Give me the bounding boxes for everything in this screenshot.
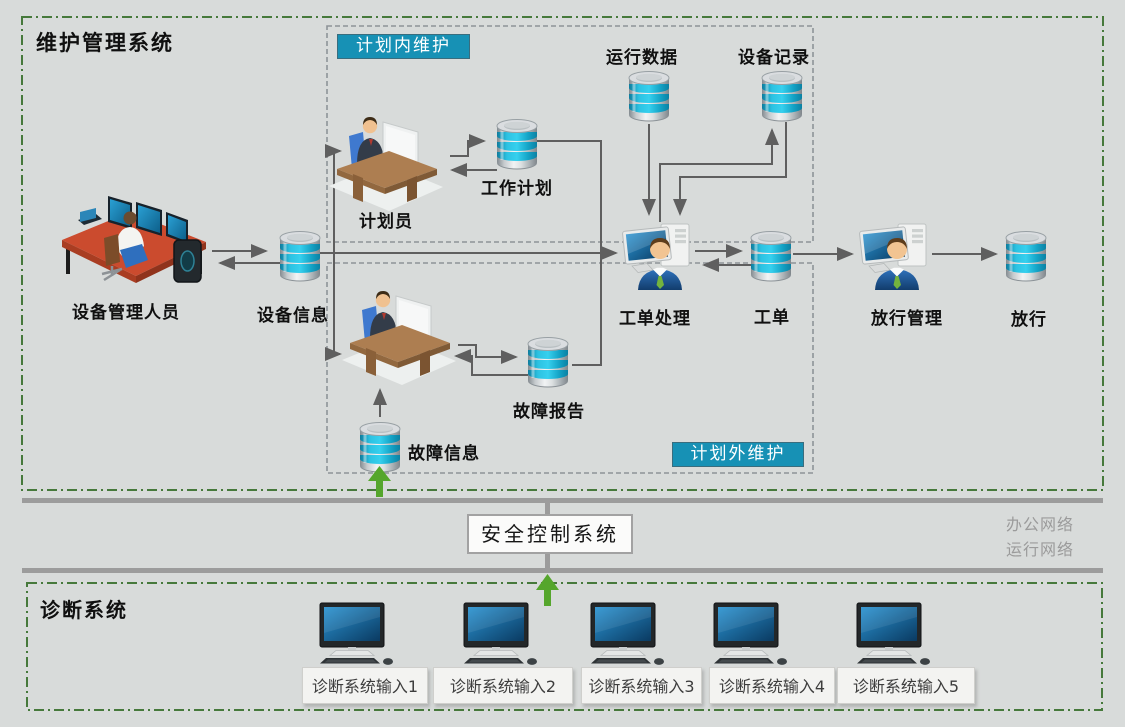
green-flow-arrows	[368, 466, 559, 606]
diagnostic-input-2-computer-icon	[463, 602, 538, 666]
work-plan-database-icon	[496, 119, 538, 170]
operation-data-database-icon	[628, 71, 670, 122]
operation-network-bar	[22, 568, 1103, 573]
diagnostic-input-1-label: 诊断系统输入1	[302, 667, 428, 704]
diagnostic-input-4-computer-icon	[713, 602, 788, 666]
fault-info-label: 故障信息	[408, 444, 480, 464]
maintenance-system-title: 维护管理系统	[36, 31, 174, 55]
operator-workstation-icon	[60, 194, 208, 285]
section-borders	[21, 16, 1104, 711]
diagnostic-input-3-computer-icon	[590, 602, 665, 666]
repair-worker-desk-icon	[341, 290, 457, 386]
operation-data-label: 运行数据	[606, 48, 678, 68]
device-manager-label: 设备管理人员	[72, 303, 180, 323]
network-to-fault-info-arrow-icon	[368, 466, 391, 497]
office-network-label: 办公网络	[1006, 515, 1075, 534]
diagnostic-input-5-label: 诊断系统输入5	[837, 667, 975, 704]
planned-maintenance-tag: 计划内维护	[337, 34, 470, 59]
diagnostic-input-3-label: 诊断系统输入3	[581, 667, 702, 704]
fault-info-database-icon	[359, 422, 401, 473]
release-management-icon	[858, 223, 927, 291]
fault-report-label: 故障报告	[513, 402, 585, 422]
device-info-database-icon	[279, 231, 321, 282]
operation-network-label: 运行网络	[1006, 540, 1075, 559]
work-order-processing-icon	[621, 223, 690, 291]
planner-label: 计划员	[359, 212, 413, 232]
device-record-database-icon	[761, 71, 803, 122]
diagnostic-to-network-arrow-icon	[536, 574, 559, 606]
office-network-bar	[22, 498, 1103, 503]
fault-report-database-icon	[527, 337, 569, 388]
planner-desk-icon	[328, 116, 444, 212]
diagnostic-input-4-label: 诊断系统输入4	[709, 667, 835, 704]
safety-control-system-box: 安全控制系统	[467, 514, 633, 554]
node-icons	[60, 71, 1047, 666]
release-management-label: 放行管理	[871, 309, 943, 329]
release-label: 放行	[1011, 310, 1047, 330]
device-info-label: 设备信息	[257, 306, 329, 326]
diagnostic-input-5-computer-icon	[856, 602, 931, 666]
connector-lines	[212, 122, 998, 417]
work-order-processing-label: 工单处理	[619, 309, 691, 329]
release-database-icon	[1005, 231, 1047, 282]
diagnostic-input-2-label: 诊断系统输入2	[433, 667, 573, 704]
diagnostic-system-title: 诊断系统	[40, 598, 128, 622]
diagnostic-input-1-computer-icon	[319, 602, 394, 666]
work-order-label: 工单	[754, 308, 790, 328]
unplanned-maintenance-tag: 计划外维护	[672, 442, 804, 467]
work-order-database-icon	[750, 231, 792, 282]
network-bars	[22, 498, 1103, 573]
device-record-label: 设备记录	[738, 48, 810, 68]
work-plan-label: 工作计划	[481, 179, 553, 199]
